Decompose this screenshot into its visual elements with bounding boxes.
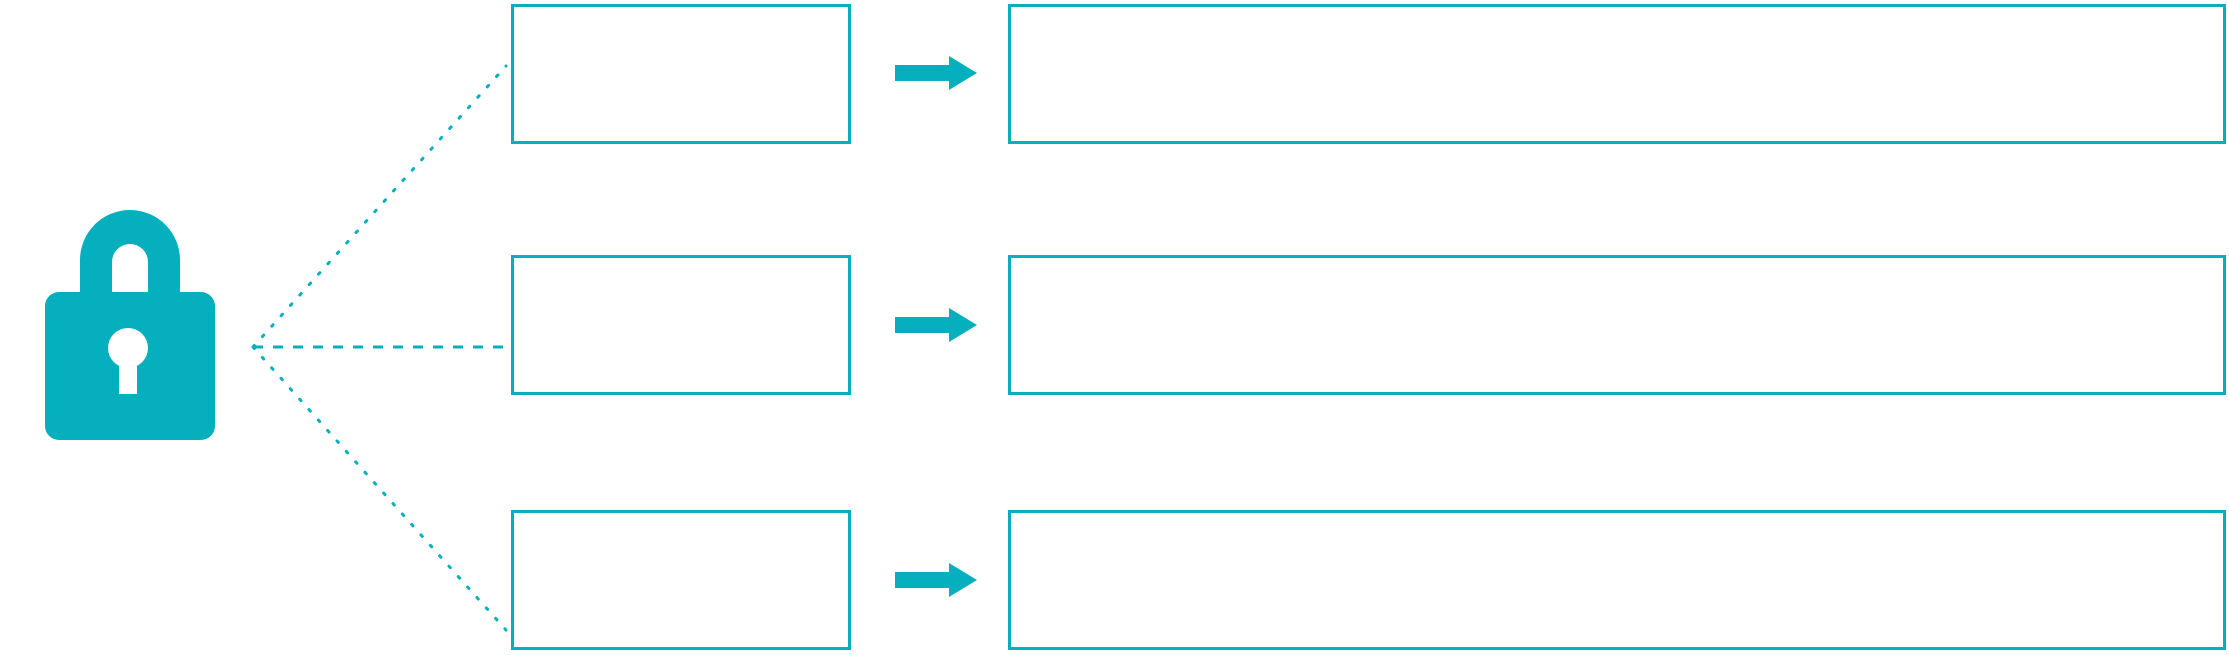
- source-box-1[interactable]: [511, 4, 851, 144]
- connector-to-row-1: [251, 64, 508, 349]
- result-box-1[interactable]: [1008, 4, 2226, 144]
- arrow-right-icon: [895, 563, 977, 597]
- result-box-3[interactable]: [1008, 510, 2226, 650]
- lock-shackle-icon: [80, 210, 180, 306]
- source-box-2[interactable]: [511, 255, 851, 395]
- lock-icon: [45, 210, 215, 440]
- connector-to-row-3: [251, 345, 508, 632]
- lock-keyhole-stem-icon: [119, 348, 137, 394]
- result-box-2[interactable]: [1008, 255, 2226, 395]
- source-box-3[interactable]: [511, 510, 851, 650]
- arrow-right-icon: [895, 308, 977, 342]
- arrow-right-icon: [895, 56, 977, 90]
